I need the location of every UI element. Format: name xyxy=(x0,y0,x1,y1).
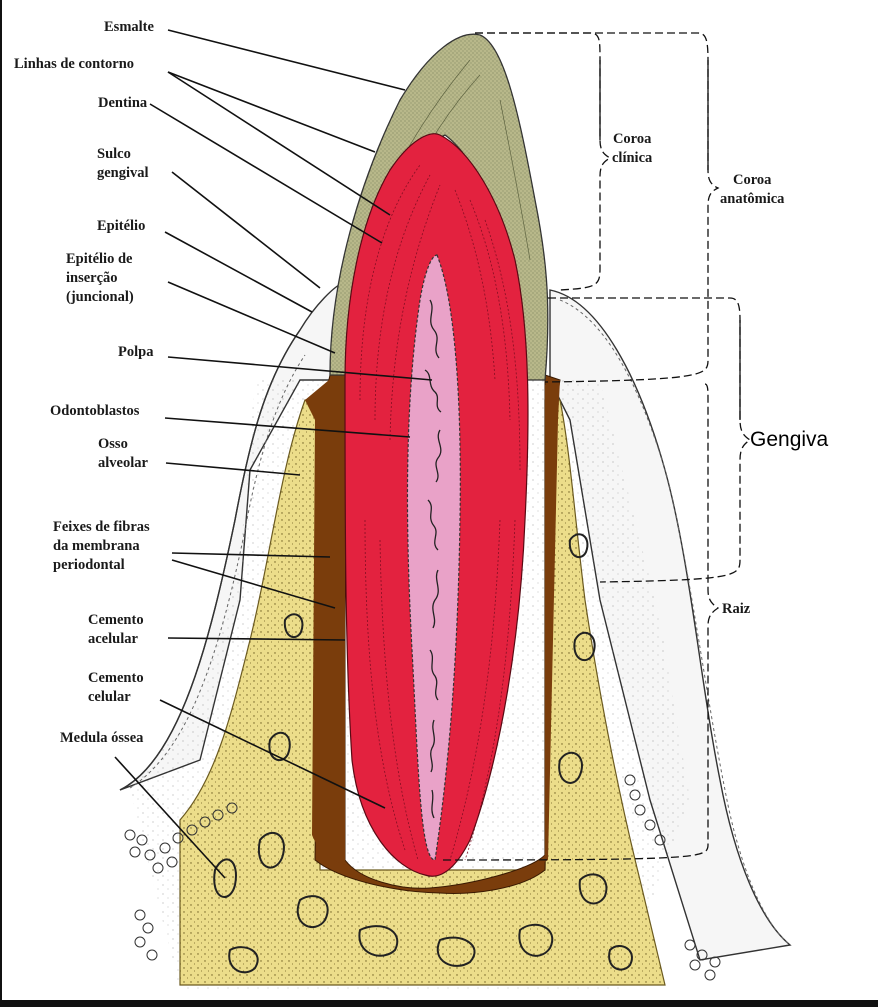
label-osso-alveolar: Osso alveolar xyxy=(98,436,148,471)
label-epitelio-de-insercao: Epitélio de inserção (juncional) xyxy=(66,251,134,305)
label-cemento-celular: Cemento celular xyxy=(88,670,144,705)
label-raiz: Raiz xyxy=(722,601,751,617)
cementum-layer xyxy=(305,374,561,894)
label-esmalte: Esmalte xyxy=(104,19,154,35)
label-medula-ossea: Medula óssea xyxy=(60,730,144,746)
label-feixes-de-fibras: Feixes de fibras da membrana periodontal xyxy=(53,519,150,573)
label-gengiva: Gengiva xyxy=(750,428,829,451)
label-epitelio: Epitélio xyxy=(97,218,146,234)
label-odontoblastos: Odontoblastos xyxy=(50,403,140,419)
alveolar-bone xyxy=(179,399,666,986)
measurement-brackets xyxy=(439,32,752,861)
bone-cells xyxy=(124,774,721,981)
label-linhas-de-contorno: Linhas de contorno xyxy=(14,56,135,72)
label-polpa: Polpa xyxy=(118,344,154,360)
label-cemento-acelular: Cemento acelular xyxy=(88,612,144,647)
label-sulco-gengival: Sulco gengival xyxy=(97,146,149,181)
label-coroa-clinica: Coroa clínica xyxy=(612,131,653,166)
leader-lines xyxy=(114,29,433,879)
pulp xyxy=(406,254,461,861)
label-coroa-anatomica: Coroa anatômica xyxy=(720,172,785,207)
frame-edge xyxy=(0,0,2,1007)
label-dentina: Dentina xyxy=(98,95,148,111)
frame-bottom xyxy=(0,1000,878,1007)
